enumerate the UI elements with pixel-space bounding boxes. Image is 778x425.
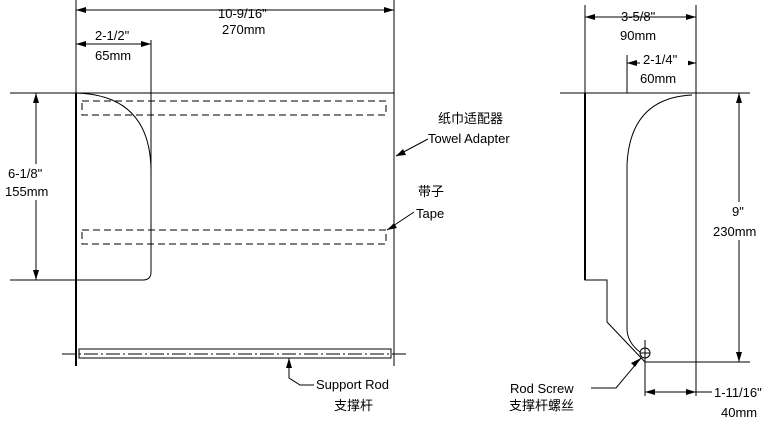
tape-lower [81, 229, 387, 245]
side-height-imperial: 9" [732, 204, 744, 219]
slot-depth-metric: 60mm [640, 71, 676, 86]
front-height-arrow-top [33, 93, 39, 103]
width-metric: 270mm [222, 22, 265, 37]
towel-adapter-arrow [396, 149, 406, 156]
side-outline [584, 92, 697, 363]
rod-offset-metric: 40mm [721, 405, 757, 420]
towel-adapter-label-cn: 纸巾适配器 [438, 111, 503, 126]
width-arrow-right [384, 7, 394, 13]
slot-depth-label-bg [640, 52, 688, 67]
depth-metric: 90mm [620, 28, 656, 43]
side-inner-curve [626, 94, 693, 353]
support-rod-label-en: Support Rod [316, 377, 389, 392]
side-height-arrow-top [736, 93, 742, 103]
depth-arrow-right [686, 14, 696, 20]
rod-screw-leader [591, 357, 642, 389]
side-height-label-bg [712, 202, 774, 240]
dispenser-curve [75, 92, 152, 281]
depth-arrow-left [585, 14, 595, 20]
front-height-imperial: 6-1/8" [8, 166, 43, 181]
width-imperial: 10-9/16" [218, 6, 267, 21]
tape-upper [81, 100, 387, 116]
slot-arrow-right [141, 41, 151, 47]
width-arrow-left [76, 7, 86, 13]
support-rod-label-cn: 支撑杆 [334, 398, 373, 413]
support-rod-arrow [286, 358, 292, 368]
tape-label-cn: 带子 [418, 184, 444, 199]
side-height-metric: 230mm [713, 224, 756, 239]
side-height-arrow-bottom [736, 352, 742, 362]
rod-screw-arrow [631, 358, 641, 367]
slot-depth-imperial: 2-1/4" [643, 52, 678, 67]
slot-width-imperial: 2-1/2" [95, 28, 130, 43]
front-height-label-bg [4, 164, 68, 200]
support-rod-leader [288, 358, 314, 386]
slot-depth-arrow-left [627, 60, 637, 66]
slot-width-metric: 65mm [95, 48, 131, 63]
front-height-metric: 155mm [5, 184, 48, 199]
rod-screw-label-cn: 支撑杆螺丝 [509, 398, 574, 413]
slot-arrow-left [76, 41, 86, 47]
side-view: 3-5/8" 90mm 2-1/4" 60mm 9" 230mm 1-11/16… [509, 5, 774, 420]
slot-depth-arrow-right [686, 60, 696, 66]
front-view: 10-9/16" 270mm 2-1/2" 65mm 6-1/8" 155mm … [4, 0, 510, 413]
towel-adapter-label-en: Towel Adapter [428, 131, 510, 146]
rod-screw-label-en: Rod Screw [510, 381, 574, 396]
tape-label-en: Tape [416, 206, 444, 221]
front-height-arrow-bottom [33, 270, 39, 280]
tape-arrow [387, 223, 397, 230]
rod-offset-arrow-right [686, 389, 696, 395]
depth-imperial: 3-5/8" [621, 9, 656, 24]
rod-offset-arrow-left [645, 389, 655, 395]
rod-offset-imperial: 1-11/16" [714, 385, 762, 400]
